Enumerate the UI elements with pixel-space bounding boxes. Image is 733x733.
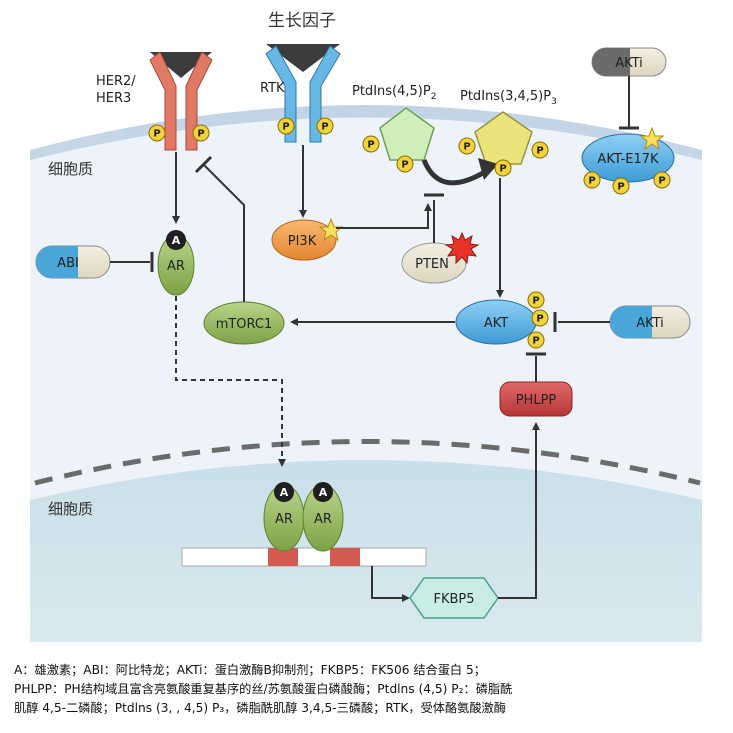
phosphate-her-left-circle — [148, 124, 166, 142]
dna-to-fkbp5-arrow — [371, 566, 410, 602]
legend-line-1: A：雄激素；ABI：阿比特龙；AKTi：蛋白激酶B抑制剂；FKBP5：FK506… — [14, 663, 486, 677]
akti-right-pill-left — [610, 306, 652, 338]
legend-line-3: 肌醇 4,5-二磷酸；Ptdlns (3, , 4,5) P₃，磷脂酰肌醇 3,… — [14, 701, 506, 715]
phosphate-rtk-left-label: P — [282, 122, 289, 133]
pi3k-label: PI3K — [288, 234, 317, 249]
rtk-label: RTK — [260, 81, 285, 96]
phosphate-akt-top-label: P — [532, 296, 539, 307]
ar-androgen-circle — [166, 230, 186, 250]
ar-dimer-2-androgen — [313, 482, 333, 502]
ar-dimer-1-label: AR — [275, 512, 293, 527]
phosphate-akt-top-circle — [527, 291, 545, 309]
ar-label: AR — [167, 259, 185, 274]
akt-e17k-label: AKT-E17K — [597, 152, 659, 167]
phosphate-pip2-bottom-label: P — [401, 160, 408, 171]
phosphate-pip3-bottom-label: P — [499, 164, 506, 175]
phosphate-her-right-circle — [192, 124, 210, 142]
cytoplasm-label-bottom: 细胞质 — [48, 500, 93, 518]
phlpp-label: PHLPP — [516, 393, 557, 408]
ar-dimer-1-androgen — [274, 482, 294, 502]
pip2-label: PtdIns(4,5)P2 — [352, 84, 436, 102]
nuclear-envelope — [34, 439, 701, 486]
phosphate-akte17k-bottom-label: P — [617, 182, 624, 193]
mtorc1-to-her-bar — [194, 155, 213, 174]
fkbp5-node — [409, 577, 499, 619]
legend: A：雄激素；ABI：阿比特龙；AKTi：蛋白激酶B抑制剂；FKBP5：FK506… — [14, 661, 719, 718]
her2-her3-receptor — [149, 51, 213, 151]
pip2-to-pip3-arrow — [421, 158, 490, 186]
legend-line-2: PHLPP：PH结构域且富含亮氨酸重复基序的丝/苏氨酸蛋白磷酸酶；Ptdlns … — [14, 682, 513, 696]
pi3k-to-conversion-arrow — [336, 203, 432, 229]
dna-element-1 — [268, 548, 298, 566]
phosphate-akte17k-right-label: P — [658, 176, 665, 187]
phosphate-pip3-right-label: P — [536, 146, 543, 157]
growth-factor-label: 生长因子 — [268, 11, 336, 31]
phosphate-pip2-left-circle — [362, 135, 380, 153]
phosphate-pip3-left-circle — [458, 137, 476, 155]
fkbp5-to-phlpp-arrow — [498, 422, 540, 599]
phosphate-pip3-left-label: P — [463, 142, 470, 153]
akt-e17k-star — [639, 126, 665, 151]
phosphate-akt-right-label: P — [536, 314, 543, 325]
phosphate-akt-bottom-label: P — [532, 336, 539, 347]
phosphate-pip2-bottom-circle — [396, 155, 414, 173]
phosphate-her-right-label: P — [197, 129, 204, 140]
phosphate-pip3-bottom-circle — [494, 159, 512, 177]
mtorc1-label: mTORC1 — [216, 317, 273, 332]
dna-element-2 — [330, 548, 360, 566]
pi3k-node — [271, 219, 337, 261]
her2-label: HER2/ — [96, 74, 136, 89]
phosphate-akte17k-right-circle — [653, 171, 671, 189]
akt-label: AKT — [484, 316, 508, 331]
phosphate-akt-right-circle — [531, 309, 549, 327]
pip2-to-pip3-arrowhead — [478, 158, 498, 180]
phosphate-akte17k-left-label: P — [588, 176, 595, 187]
phosphate-rtk-right-label: P — [321, 122, 328, 133]
ar-dimer-1-androgen-label: A — [280, 486, 289, 499]
phosphate-akt-bottom-circle — [527, 331, 545, 349]
phosphate-her-left-label: P — [153, 129, 160, 140]
phosphate-akte17k-left-circle — [583, 171, 601, 189]
phosphate-pip2-left-label: P — [367, 140, 374, 151]
her-ligand-triangle — [150, 52, 212, 78]
mtorc1-to-her-inhibition — [203, 164, 245, 302]
abi-label: ABI — [57, 256, 79, 271]
phosphate-rtk-right-circle — [316, 117, 334, 135]
ar-translocation-arrow — [175, 296, 286, 467]
akti-top-label: AKTi — [615, 56, 643, 71]
her3-label: HER3 — [96, 91, 131, 106]
phosphate-akte17k-bottom-circle — [612, 177, 630, 195]
ar-androgen-label: A — [172, 234, 181, 247]
phosphate-rtk-left-circle — [277, 117, 295, 135]
rtk-ligand-triangle — [266, 44, 340, 72]
cytoplasm-label-top: 细胞质 — [48, 160, 93, 178]
pip3-label: PtdIns(3,4,5)P3 — [460, 89, 557, 107]
fkbp5-label: FKBP5 — [433, 592, 474, 607]
ar-dimer-2-androgen-label: A — [319, 486, 328, 499]
dna-strand — [181, 547, 427, 567]
pten-burst-icon — [444, 231, 480, 265]
akti-right-label: AKTi — [636, 316, 664, 331]
akti-top-pill-left — [592, 48, 630, 76]
ar-dimer-2-label: AR — [314, 512, 332, 527]
abi-pill-left — [36, 246, 78, 278]
phosphate-pip3-right-circle — [531, 141, 549, 159]
pten-label: PTEN — [415, 257, 449, 272]
